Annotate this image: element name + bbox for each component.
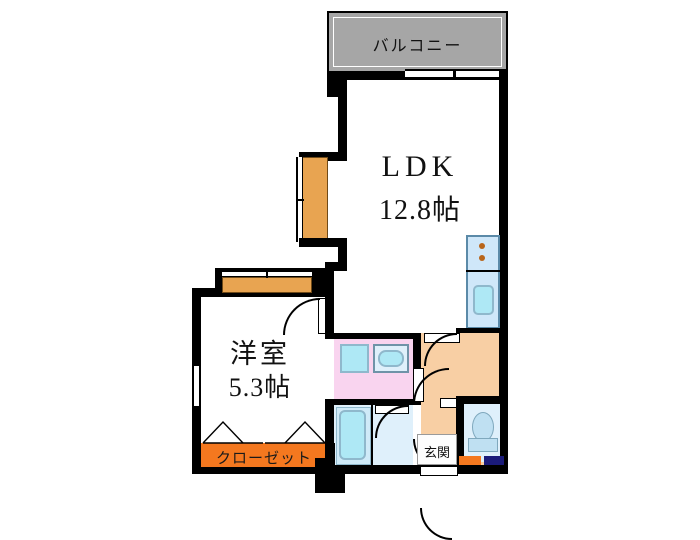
wall-ldk-left-vert-a (327, 80, 336, 95)
bedroom-area-label: 5.3帖 (228, 373, 292, 402)
kitchen-divider (466, 270, 500, 272)
wall-bathroom-left (325, 399, 334, 474)
sliding-door-mullion (453, 69, 456, 79)
entrance-label: 玄関 (423, 445, 450, 460)
wall-ldk-right (499, 71, 508, 333)
floor-plan: バルコニー LDK 12.8帖 洋室 5.3帖 (192, 11, 508, 525)
shoe-cabinet (459, 456, 481, 465)
bedroom-label: 洋室 (230, 339, 290, 369)
wash-basin (378, 350, 404, 367)
closet-label: クローゼット (215, 451, 312, 467)
ldk-area-label: 12.8帖 (378, 195, 461, 226)
wall-toilet-left (456, 396, 464, 466)
wall-window-frame-left-bottom (299, 238, 347, 247)
balcony-inner-line (333, 17, 502, 67)
washing-machine (340, 344, 369, 373)
wall-washroom-top (325, 333, 421, 339)
genkan-step (417, 434, 457, 465)
balcony-label: バルコニー (372, 38, 463, 55)
entrance-navy-marker (484, 456, 504, 465)
wall-hall-bottom (413, 465, 508, 474)
door-entrance-arc (420, 476, 484, 540)
window-ldk-left[interactable] (302, 157, 328, 242)
wall-washroom-bottom (325, 399, 421, 405)
bath-divider (371, 405, 373, 467)
ldk-label: LDK (381, 150, 459, 183)
window-bedroom-left[interactable] (192, 362, 201, 410)
window-bedroom-mullion (266, 270, 268, 278)
wall-bedroom-bottom (192, 465, 334, 474)
wall-ldk-left-vert-b (338, 88, 347, 160)
wall-ldk-notch (327, 88, 347, 97)
kitchen-sink (473, 285, 494, 315)
wall-kitchen-bottom (456, 328, 508, 333)
door-entrance-leaf[interactable] (420, 466, 458, 476)
wall-ldk-left-vert-d (325, 262, 347, 271)
window-bedroom-bay[interactable] (222, 277, 312, 293)
wall-ldk-left-vert-c (338, 238, 347, 268)
stove-burner-2-icon (479, 255, 485, 261)
toilet-tank (468, 438, 498, 452)
sliding-door-balcony[interactable] (405, 69, 508, 79)
wall-bedroom-right-upper (325, 288, 334, 334)
wall-bathroom-bottom (325, 465, 421, 474)
bathtub (339, 410, 366, 460)
closet-extension (201, 443, 327, 467)
stove-burner-1-icon (479, 243, 485, 249)
wall-window-frame-left (299, 152, 347, 161)
closet-door-marks-icon (202, 420, 326, 444)
wall-closet-right (327, 443, 335, 467)
window-mullion-left (296, 199, 304, 201)
wall-toilet-top (456, 396, 508, 404)
